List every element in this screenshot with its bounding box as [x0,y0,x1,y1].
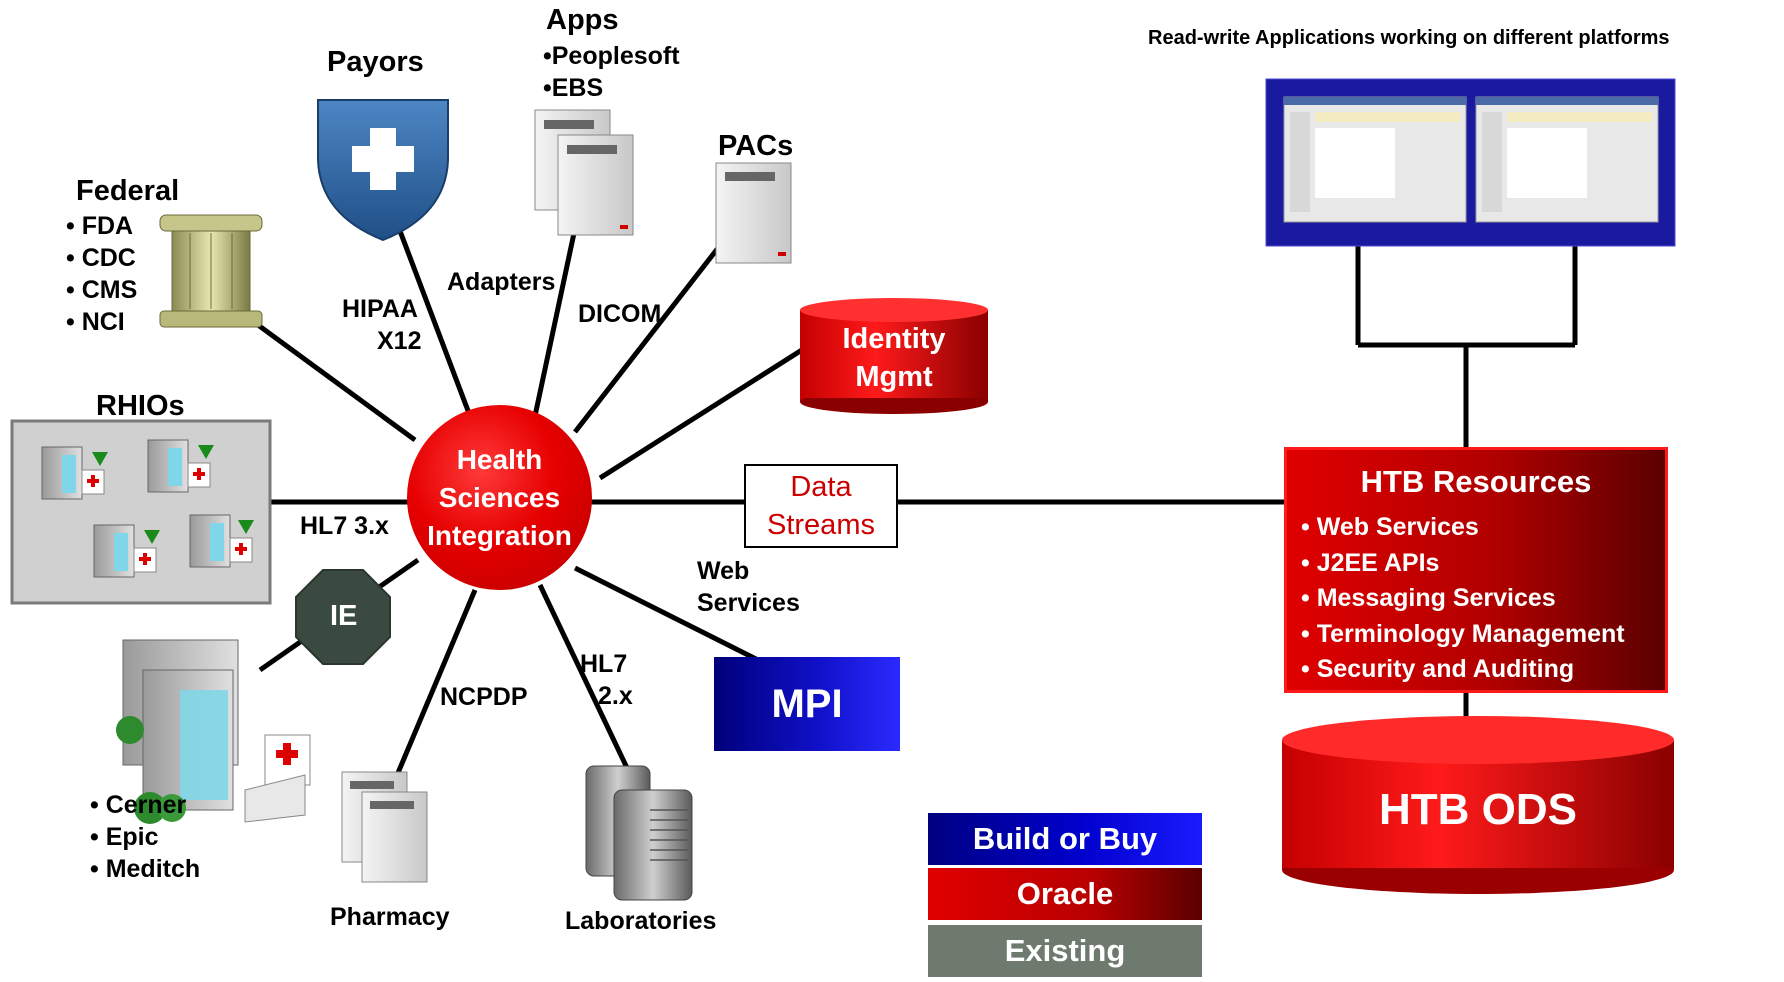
htb-resource-item: • J2EE APIs [1301,548,1440,577]
spoke-lines [256,185,1578,781]
mpi-box: MPI [714,657,900,751]
dicom-label: DICOM [578,300,662,328]
federal-item: • NCI [66,308,125,336]
htb-resource-item: • Security and Auditing [1301,655,1575,683]
htb-resource-item: • Web Services [1301,513,1479,541]
data-streams-line: Streams [767,509,875,541]
identity-line: Identity [842,323,946,355]
hospital-item: • Meditch [90,855,201,883]
pharmacy-label: Pharmacy [330,903,450,931]
app-screenshots-panel [1265,78,1676,247]
health-sciences-integration-hub: Health Sciences Integration [407,405,592,590]
apps-item: •Peoplesoft [543,42,680,70]
identity-mgmt-label: Identity Mgmt [800,320,988,396]
htb-resource-item: • Messaging Services [1301,584,1556,612]
htb-resources-title: HTB Resources [1360,464,1592,499]
web-services-label-2: Services [697,589,800,617]
hospital-item: • Epic [90,823,159,851]
apps-item: •EBS [543,74,604,102]
hub-line: Integration [427,519,572,551]
federal-item: • FDA [66,212,134,240]
rhios-box [10,419,272,605]
building-icon [189,514,254,568]
building-icon [93,524,160,578]
server-icon-pharmacy [341,771,428,883]
federal-title: Federal [76,175,180,207]
federal-item: • CDC [66,244,136,272]
read-write-apps-title: Read-write Applications working on diffe… [1148,27,1670,49]
data-streams-line: Data [790,471,852,503]
server-icon-pacs [715,162,792,264]
server-icon-apps [534,109,634,236]
x12-label: X12 [377,327,422,355]
hl7-2x-label-1: HL7 [580,650,628,678]
shield-icon [317,99,449,242]
building-icon [147,439,214,493]
federal-list: • FDA • CDC • CMS • NCI [66,210,137,338]
pacs-label: PACs [718,130,794,162]
htb-resources-box: HTB Resources • Web Services • J2EE APIs… [1284,447,1668,693]
identity-cylinder [800,298,988,414]
rhios-label: RHIOs [96,390,185,422]
ie-label: IE [330,600,358,632]
legend-build-or-buy: Build or Buy [928,813,1202,865]
ie-octagon [295,569,391,665]
identity-line: Mgmt [855,361,933,393]
hospital-list: • Cerner • Epic • Meditch [90,789,200,885]
ncpdp-label: NCPDP [440,683,528,711]
htb-ods-label: HTB ODS [1379,785,1577,834]
hub-line: Health [456,443,543,475]
hipaa-label: HIPAA [342,295,418,323]
adapters-label: Adapters [447,268,556,296]
apps-title: Apps [546,4,619,36]
hospital-building-icon [116,639,311,824]
laboratories-label: Laboratories [565,907,717,935]
building-icon [41,446,108,500]
federal-item: • CMS [66,276,138,304]
hl7-3x-label: HL7 3.x [300,512,389,540]
data-streams-box: Data Streams [744,464,898,548]
hospital-item: • Cerner [90,791,187,819]
hub-line: Sciences [438,481,561,513]
htb-resources-list: • Web Services • J2EE APIs • Messaging S… [1301,510,1665,688]
lab-server-icon [585,765,693,901]
htb-resource-item: • Terminology Management [1301,619,1625,648]
legend-existing: Existing [928,925,1202,977]
apps-list: •Peoplesoft •EBS [543,40,680,104]
legend-oracle: Oracle [928,868,1202,920]
web-services-label-1: Web [697,557,750,585]
htb-ods-cylinder [1282,716,1674,894]
hl7-2x-label-2: 2.x [598,682,633,710]
pillar-icon [159,214,263,328]
payors-label: Payors [327,46,424,78]
